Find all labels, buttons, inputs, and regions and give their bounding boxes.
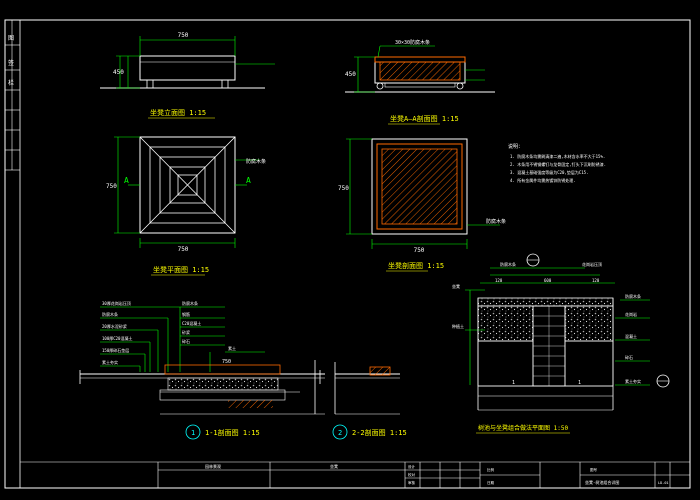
- detail-2-number-circle: [332, 424, 348, 440]
- tree-pool-left-label-2: 种植土: [452, 323, 464, 329]
- detail-1-title: 1-1剖面图 1:15: [205, 428, 260, 437]
- tree-pool-dim-1: 120: [495, 278, 503, 283]
- title-block-drawing-name: 坐凳: [330, 463, 338, 469]
- detail-1-label-2: 防腐木条: [102, 311, 118, 317]
- detail-1-label-6: 素土夯实: [102, 359, 118, 365]
- front-elev-dim-top: 750: [178, 32, 189, 39]
- inner-border: [19, 19, 691, 489]
- detail-1-label-5: 150厚碎石垫层: [102, 347, 129, 353]
- section-aa-callout: 30×30防腐木条: [395, 39, 430, 46]
- tree-pool-title: 树池与坐凳组合做法平面图 1:50: [478, 424, 568, 432]
- front-elevation-view: 750 450 坐凳立面图 1:15: [100, 32, 275, 119]
- detail-2-number: 2: [338, 429, 342, 437]
- tree-pool-right-label-2: 花岗岩: [625, 311, 637, 317]
- title-block-approve-label: 审核: [408, 480, 416, 485]
- plan-section-dim-left: 750: [338, 185, 349, 192]
- front-elev-title: 坐凳立面图 1:15: [150, 108, 206, 117]
- notes-item-4: 4. 所有金属件均需热镀锌防锈处理.: [510, 177, 576, 183]
- notes-item-2: 2. 木条用不锈钢螺钉与龙骨固定,钉头下沉刷防锈漆.: [510, 161, 606, 167]
- left-binding-strip: [5, 20, 20, 171]
- title-block-check-label: 校对: [408, 472, 416, 477]
- section-aa-dim-left: 450: [345, 71, 356, 78]
- notes-item-3: 3. 混凝土基础强度等级为C20,垫层为C15.: [510, 169, 589, 175]
- title-block: [20, 461, 690, 488]
- plan-dim-bottom: 750: [178, 246, 189, 253]
- detail-1-right-label-4: 砂浆: [182, 329, 190, 335]
- plan-view: 750 750 A A 防腐木条 坐凳平面图 1:15: [106, 136, 266, 276]
- title-block-date-label: 日期: [487, 480, 495, 485]
- tree-pool-top-label: 防腐木条: [500, 261, 516, 267]
- title-block-sheet-label: 图号: [590, 467, 598, 472]
- title-block-sheet-no: LD-01: [658, 481, 669, 485]
- detail-1-right-label-3: C20混凝土: [182, 320, 201, 326]
- plan-dim-left: 750: [106, 183, 117, 190]
- tree-pool-section-mark-2: 1: [578, 380, 581, 386]
- tree-pool-top-right-label: 花岗岩压顶: [582, 261, 602, 267]
- plan-section-mark-right: A: [246, 176, 251, 185]
- detail-1-number-circle: [185, 424, 201, 440]
- detail-1-right-label-5: 碎石: [182, 338, 190, 344]
- detail-1-right-label-6: 素土: [228, 345, 236, 351]
- notes-heading: 说明：: [508, 143, 523, 150]
- detail-1-label-4: 100厚C20混凝土: [102, 335, 132, 341]
- left-strip-char-3: 栏: [8, 79, 14, 87]
- section-aa-title: 坐凳A—A剖面图 1:15: [390, 114, 459, 123]
- detail-1-dim: 750: [222, 359, 231, 365]
- tree-pool-left-label-1: 坐凳: [452, 283, 460, 289]
- detail-1-label-3: 20厚水泥砂浆: [102, 323, 127, 329]
- detail-1-right-label-1: 防腐木条: [182, 300, 198, 306]
- title-block-scale-label: 比例: [487, 467, 495, 472]
- tree-pool-dim-2: 600: [544, 278, 552, 283]
- tree-pool-right-label-3: 混凝土: [625, 333, 637, 339]
- plan-section-view: 750 750 防腐木条 坐凳剖面图 1:15: [338, 138, 506, 272]
- detail-2-title: 2-2剖面图 1:15: [352, 428, 407, 437]
- plan-section-mark-left: A: [124, 176, 129, 185]
- left-strip-char-2: 签: [8, 59, 14, 67]
- title-block-design-label: 设计: [408, 464, 416, 469]
- detail-2-view: 2 2-2剖面图 1:15: [332, 362, 407, 440]
- tree-pool-right-label-5: 素土夯实: [625, 378, 641, 384]
- notes-block: 说明： 1. 防腐木条均需刷清漆二遍,木材含水率不大于15%. 2. 木条用不锈…: [508, 143, 606, 183]
- detail-1-label-1: 30厚花岗岩压顶: [102, 300, 131, 306]
- title-block-project: 园林景观: [205, 463, 221, 469]
- tree-pool-dim-3: 120: [592, 278, 600, 283]
- notes-item-1: 1. 防腐木条均需刷清漆二遍,木材含水率不大于15%.: [510, 153, 605, 159]
- tree-pool-right-label-1: 防腐木条: [625, 293, 641, 299]
- detail-1-right-label-2: 钢筋: [182, 311, 190, 317]
- plan-section-callout: 防腐木条: [486, 218, 506, 225]
- tree-pool-view: 防腐木条 花岗岩压顶 120 600 120 1 1 防腐木条 花岗岩 混凝: [452, 253, 670, 434]
- plan-title: 坐凳平面图 1:15: [153, 265, 209, 274]
- plan-section-dim-bottom: 750: [414, 247, 425, 254]
- left-strip-char-1: 图: [8, 35, 14, 42]
- tree-pool-section-mark-1: 1: [512, 380, 515, 386]
- plan-section-title: 坐凳剖面图 1:15: [388, 261, 444, 270]
- detail-1-view: 30厚花岗岩压顶 防腐木条 20厚水泥砂浆 100厚C20混凝土 150厚碎石垫…: [79, 300, 325, 440]
- detail-1-number: 1: [191, 429, 195, 437]
- plan-label-right: 防腐木条: [246, 158, 266, 165]
- tree-pool-right-label-4: 碎石: [625, 354, 633, 360]
- front-elev-dim-left: 450: [113, 69, 124, 76]
- title-block-sheet-title: 坐凳-树池组合详图: [585, 479, 619, 485]
- section-aa-view: 30×30防腐木条 450 坐凳A—A剖面图 1:15: [345, 39, 495, 125]
